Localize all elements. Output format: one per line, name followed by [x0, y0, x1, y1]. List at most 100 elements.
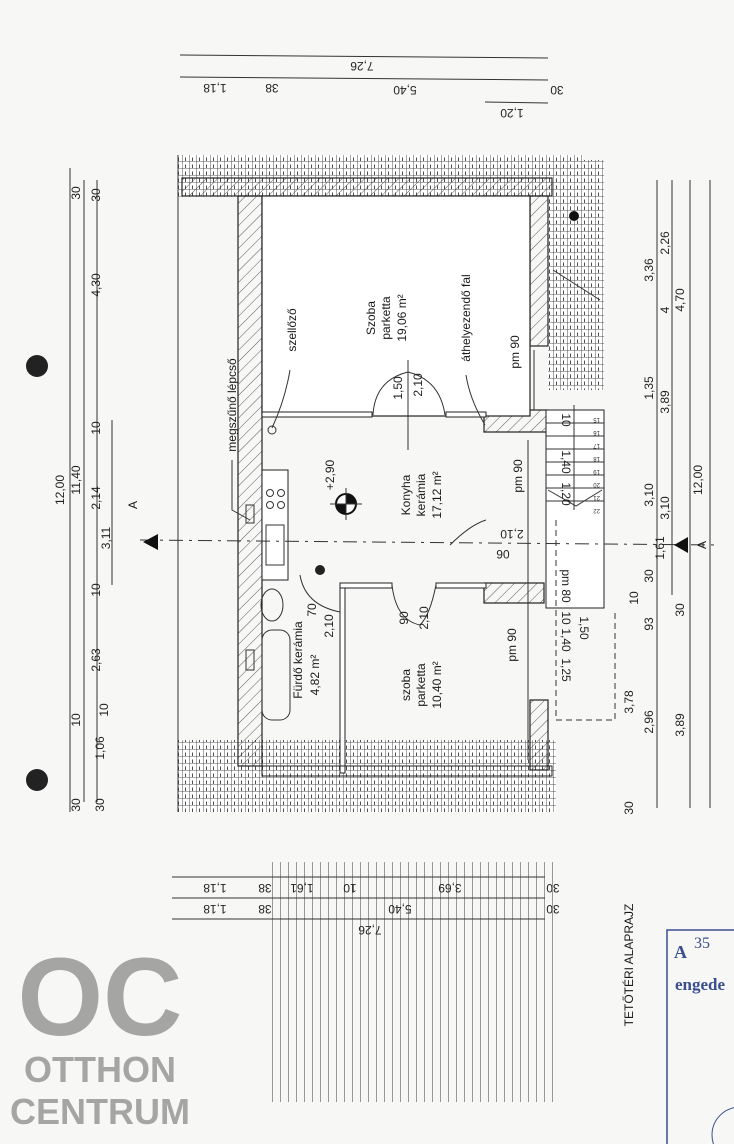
dimension-label: 30 — [642, 569, 656, 583]
bottom-dimensions: 1,18 38 1,61 10 3,69 30 1,18 38 5,40 30 … — [172, 876, 560, 937]
dimension-label: 70 — [305, 603, 319, 617]
dimension-label: 30 — [89, 188, 103, 202]
dimension-label: A — [126, 501, 140, 509]
dimension-label: 20 — [593, 481, 600, 487]
room-konyha: Konyha kerámia 17,12 m² — [399, 471, 444, 518]
watermark-logo: OC OTTHON CENTRUM — [10, 936, 190, 1132]
dimension-label: szellőző — [285, 308, 299, 352]
dimension-label: 17,12 m² — [430, 471, 444, 518]
dimension-label: 5,40 — [393, 83, 417, 97]
dimension-label: OTTHON — [24, 1049, 176, 1090]
bathroom-fittings — [245, 504, 291, 721]
dimension-label: pm 90 — [511, 459, 525, 493]
dimension-label: 22 — [593, 507, 600, 513]
dimension-label: 30 — [93, 798, 107, 812]
dimension-label: 21 — [593, 494, 600, 500]
dimension-label: 19,06 m² — [395, 294, 409, 341]
dimension-label: 12,00 — [691, 465, 705, 495]
dimension-label: 30 — [69, 798, 83, 812]
dimension-label: 30 — [546, 881, 560, 895]
dimension-label: 10 — [69, 713, 83, 727]
dimension-label: A — [674, 942, 687, 962]
dimension-label: 1,18 — [203, 902, 227, 916]
dimension-label: 30 — [69, 186, 83, 200]
dimension-label: parketta — [414, 663, 428, 707]
dimension-label: OC — [18, 936, 183, 1059]
dimension-label: A — [695, 541, 709, 549]
dimension-label: 3,89 — [673, 713, 687, 737]
dimension-label: 2,10 — [500, 527, 524, 541]
left-dimensions: 12,00 30 11,40 10 30 30 4,30 10 2,14 10 … — [53, 168, 113, 812]
dimension-label: 1,20 — [500, 106, 524, 120]
dimension-label: 3,10 — [658, 496, 672, 520]
drawing-title: TETŐTÉRI ALAPRAJZ — [621, 904, 636, 1027]
dimension-label: szoba — [399, 669, 413, 701]
dimension-label: 12,00 — [53, 475, 67, 505]
dimension-label: 1,40 — [559, 450, 573, 474]
dimension-label: 4,30 — [89, 273, 103, 297]
dimension-label: Konyha — [399, 474, 413, 515]
dimension-label: 19 — [593, 468, 600, 474]
dimension-label: 35 — [694, 935, 710, 952]
dimension-label: 1,50 — [577, 616, 591, 640]
dimension-label: 30 — [673, 603, 687, 617]
dimension-label: 5,40 — [388, 902, 412, 916]
dimension-label: 10 — [627, 591, 641, 605]
dimension-label: CENTRUM — [10, 1091, 190, 1132]
approval-stamp: A 35 engede — [666, 929, 734, 1144]
dimension-label: 2,96 — [642, 710, 656, 734]
dimension-label: 1,18 — [203, 81, 227, 95]
dimension-label: 1,40 — [559, 628, 573, 652]
dimension-label: 18 — [593, 455, 600, 461]
dimension-label: engede — [675, 975, 726, 994]
dimension-label: pm 80 — [559, 569, 573, 603]
dimension-label: 15 — [593, 416, 600, 422]
roof-lines — [266, 862, 556, 1102]
dimension-label: 7,26 — [350, 59, 374, 73]
dimension-label: 2,10 — [322, 614, 336, 638]
kitchen-counter — [261, 425, 362, 581]
section-marker-left — [143, 534, 158, 550]
dimension-label: 38 — [265, 81, 279, 95]
dimension-label: 7,26 — [358, 923, 382, 937]
dimension-label: 2,10 — [411, 373, 425, 397]
walls — [181, 177, 553, 777]
dimension-label: 10 — [89, 583, 103, 597]
dimension-label: 1,50 — [391, 376, 405, 400]
dimension-label: 2,63 — [89, 648, 103, 672]
dimension-label: 3,10 — [642, 483, 656, 507]
room-szoba-2: szoba parketta 10,40 m² — [399, 661, 444, 708]
dimension-label: pm 90 — [505, 628, 519, 662]
dimension-label: 93 — [642, 617, 656, 631]
dimension-label: 1,25 — [559, 658, 573, 682]
dimension-label: Fürdő kerámia — [291, 621, 305, 699]
top-dimensions: 7,26 1,18 38 5,40 30 1,20 — [179, 54, 564, 120]
dimension-label: 30 — [546, 902, 560, 916]
dimension-label: 3,36 — [642, 258, 656, 282]
punch-hole — [26, 355, 48, 377]
dimension-label: 2,26 — [658, 231, 672, 255]
dimension-label: 30 — [550, 83, 564, 97]
dimension-label: 10 — [559, 611, 573, 625]
dimension-label: 38 — [258, 902, 272, 916]
dimension-label: 2,14 — [89, 486, 103, 510]
dimension-label: Szoba — [364, 301, 378, 335]
dimension-label: 38 — [258, 881, 272, 895]
dimension-label: +2,90 — [323, 459, 337, 490]
dimension-label: 3,89 — [658, 390, 672, 414]
punch-hole — [26, 769, 48, 791]
dimension-label: 17 — [593, 442, 600, 448]
doors — [299, 360, 487, 626]
dimension-label: 16 — [593, 429, 600, 435]
dimension-label: 1,61 — [290, 881, 314, 895]
section-marker-right — [674, 537, 688, 553]
dimension-label: 4 — [658, 306, 672, 313]
staircase: 15 16 17 18 19 20 21 22 — [545, 211, 616, 721]
dimension-label: 1,18 — [203, 881, 227, 895]
dimension-label: 30 — [622, 801, 636, 815]
dimension-label: 90 — [397, 611, 411, 625]
dimension-label: 3,69 — [438, 881, 462, 895]
dimension-label: 3,78 — [622, 690, 636, 714]
dimension-label: 10 — [97, 703, 111, 717]
